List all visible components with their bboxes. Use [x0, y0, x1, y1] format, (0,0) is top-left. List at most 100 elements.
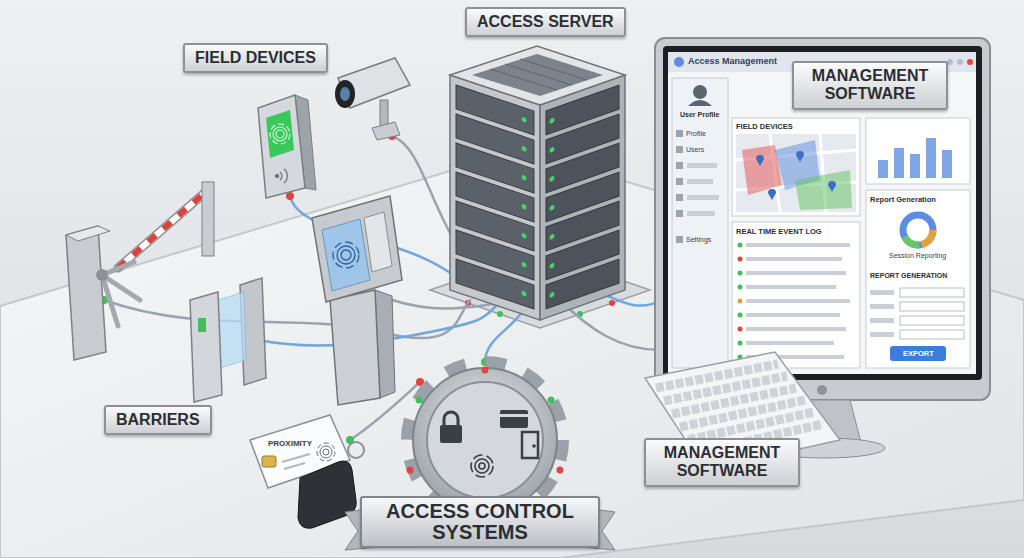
- screen-window-part: [676, 130, 683, 243]
- event-log-panel-part: [738, 271, 743, 276]
- event-log-panel-part: [746, 243, 850, 359]
- panel-heading: REPORT GENERATION: [870, 272, 947, 279]
- screen-window-part-part: [687, 179, 713, 184]
- event-log-panel-part-part: [746, 327, 846, 331]
- turnstile-barrier-part: [66, 226, 110, 241]
- report-panel-part: [903, 215, 933, 245]
- security-camera-part: [340, 87, 350, 101]
- report-panel-part-part: [900, 330, 964, 339]
- title-ribbon: ACCESS CONTROL SYSTEMS: [360, 496, 600, 548]
- kiosk-terminal-part: [330, 290, 380, 405]
- security-camera-part: [372, 122, 400, 140]
- event-log-panel-part: [738, 285, 743, 290]
- report-panel-part: [900, 288, 964, 339]
- server-tower-part: [450, 46, 625, 105]
- kiosk-terminal-part-part: [341, 250, 351, 260]
- screen-window-part-part: [676, 130, 683, 137]
- report-panel-part-part: [900, 316, 964, 325]
- fingerprint-reader-part-part: [276, 130, 284, 138]
- kiosk-terminal-part: [333, 242, 359, 268]
- server-base-part: [497, 311, 503, 317]
- panel-heading: Report Generation: [870, 196, 936, 204]
- turnstile-barrier-part: [118, 190, 208, 268]
- fingerprint-reader-part: [266, 110, 294, 158]
- report-panel-part-part: [894, 148, 904, 178]
- fingerprint-reader-part: [258, 95, 305, 198]
- panel-heading: REAL TIME EVENT LOG: [736, 228, 822, 236]
- node-text: MANAGEMENT SOFTWARE: [656, 444, 788, 481]
- turnstile-barrier-part: [96, 269, 108, 281]
- report-panel-part: [870, 290, 894, 337]
- proximity-card-part: [262, 456, 276, 467]
- server-tower-part-part-part: [550, 291, 555, 298]
- proximity-card-part-part: [323, 449, 329, 455]
- speed-gate-part: [198, 318, 206, 332]
- fingerprint-reader: [258, 95, 316, 198]
- menu-item: Profile: [686, 130, 706, 137]
- event-log-panel-part: [732, 222, 860, 368]
- kiosk-terminal-part-part: [337, 246, 355, 264]
- turnstile-barrier-part-part: [102, 275, 118, 326]
- gear-emblem-part: [409, 364, 561, 516]
- proximity-card-part-part: [284, 463, 305, 469]
- node-text: ACCESS SERVER: [477, 13, 614, 31]
- server-tower-part-part: [520, 59, 587, 80]
- node-text: MANAGEMENT SOFTWARE: [804, 67, 936, 104]
- report-panel-part: [866, 190, 970, 368]
- server-tower-part-part: [505, 64, 572, 85]
- emblem-icons-part-part: [471, 455, 493, 477]
- emblem-icons-part-part: [475, 459, 489, 473]
- proximity-card-part-part: [320, 446, 332, 458]
- event-log-panel-part-part: [746, 299, 850, 303]
- server-tower-part-part: [450, 75, 540, 320]
- turnstile-barrier-part: [102, 262, 140, 326]
- server-tower-part-part-part: [522, 174, 527, 181]
- event-log-panel-part-part: [746, 313, 840, 317]
- screen-window-part: [693, 85, 707, 99]
- server-tower-part-part-part: [522, 145, 527, 152]
- screen-window-part: [672, 78, 728, 368]
- chart-caption: Session Reporting: [889, 252, 946, 259]
- emblem-icons-part-part: [479, 463, 485, 469]
- wire-dots: [100, 132, 666, 444]
- report-panel-part-part: [900, 302, 964, 311]
- monitor-part: [663, 46, 982, 380]
- event-log-panel-part: [738, 257, 743, 262]
- server-tower-part-part-part: [550, 175, 555, 182]
- screen-window: [668, 52, 976, 368]
- node-text: ACCESS CONTROL SYSTEMS: [376, 501, 584, 543]
- window-title: Access Management: [688, 57, 777, 66]
- gear-emblem-part-part: [557, 467, 564, 474]
- panel-heading: FIELD DEVICES: [736, 123, 793, 131]
- menu-item: Settings: [686, 236, 711, 243]
- profile-caption: User Profile: [680, 111, 719, 118]
- server-tower-part-part: [550, 117, 555, 298]
- server-tower-part-part-part: [522, 232, 527, 239]
- emblem-icons-part: [444, 412, 458, 425]
- event-log-panel: [732, 222, 860, 368]
- screen-window-part: [688, 100, 712, 106]
- event-log-panel-part: [738, 313, 743, 318]
- keyboard-part-part: [680, 400, 805, 427]
- report-panel-part-part: [870, 304, 894, 309]
- fingerprint-reader-part-part: [273, 127, 287, 141]
- map-panel-part-part: [768, 189, 776, 200]
- proximity-card-part-part: [317, 443, 335, 461]
- server-tower-part-part-part: [522, 203, 527, 210]
- fingerprint-reader-part: [270, 124, 290, 144]
- report-panel-part-part: [900, 288, 964, 297]
- gear-emblem-part-part: [416, 397, 423, 404]
- fingerprint-reader-part-part: [284, 169, 287, 183]
- key-fob-part: [298, 461, 356, 528]
- speed-gate: [190, 278, 266, 402]
- map-panel-part-part: [756, 155, 764, 166]
- event-log-panel-part: [738, 243, 743, 248]
- kiosk-terminal: [312, 196, 402, 405]
- emblem-icons-part: [522, 432, 538, 458]
- event-log-panel-part: [738, 299, 743, 304]
- server-tower-part-part-part: [550, 233, 555, 240]
- server-tower-part: [490, 59, 587, 90]
- gear-emblem: [407, 364, 564, 516]
- gear-emblem-part-part: [407, 467, 414, 474]
- screen-window-part-part: [687, 195, 719, 200]
